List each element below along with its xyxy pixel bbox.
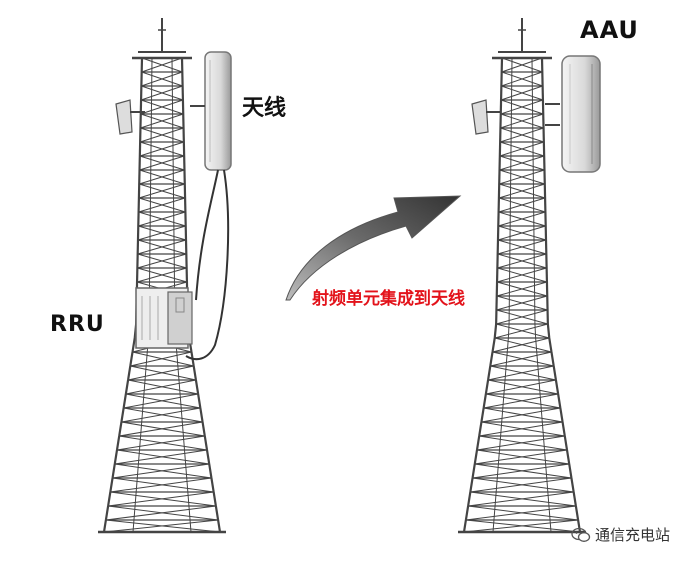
- rru-label: RRU: [50, 312, 105, 337]
- wechat-icon: [571, 527, 591, 543]
- rru-unit: [136, 288, 192, 348]
- aau-label: AAU: [580, 16, 639, 44]
- left-antenna-panel: [205, 52, 231, 170]
- antenna-label: 天线: [242, 90, 286, 122]
- transition-arrow: [286, 196, 460, 300]
- aau-panel: [562, 56, 600, 172]
- integration-note: 射频单元集成到天线: [312, 287, 502, 311]
- watermark: 通信充电站: [571, 524, 670, 545]
- watermark-text: 通信充电站: [595, 524, 670, 545]
- left-side-antennas: [116, 100, 205, 134]
